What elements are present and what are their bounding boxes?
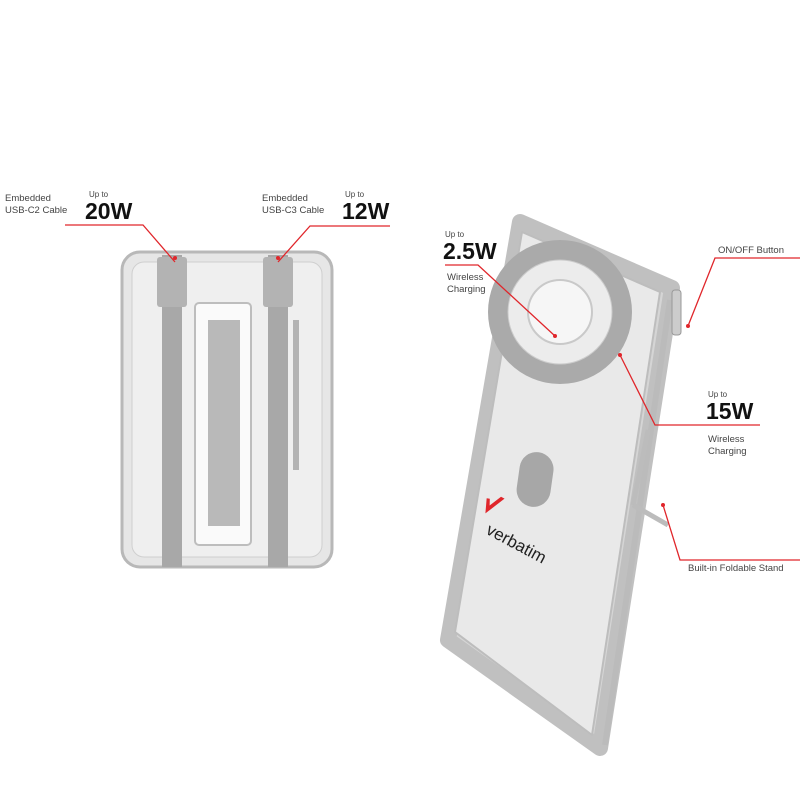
cable2-up-to: Up to [345, 190, 365, 199]
certification-marks [293, 320, 299, 470]
core-up-to: Up to [445, 230, 465, 239]
usb-c2-cable [162, 255, 182, 567]
cable1-power: 20W [85, 198, 133, 224]
stand-label: Built-in Foldable Stand [688, 563, 784, 574]
verbatim-logo [485, 496, 505, 514]
cable1-up-to: Up to [89, 190, 109, 199]
ring-up-to: Up to [708, 390, 728, 399]
on-off-button [671, 289, 682, 336]
core-power: 2.5W [443, 238, 497, 264]
on-off-label: ON/OFF Button [718, 245, 784, 256]
usb-c3-cable [268, 255, 288, 567]
callout-lines [65, 224, 800, 561]
ring-power: 15W [706, 398, 754, 424]
foldable-stand [631, 502, 670, 528]
power-bank-back-view [120, 250, 334, 569]
cable2-power: 12W [342, 198, 390, 224]
power-bank-front-view [440, 214, 682, 756]
